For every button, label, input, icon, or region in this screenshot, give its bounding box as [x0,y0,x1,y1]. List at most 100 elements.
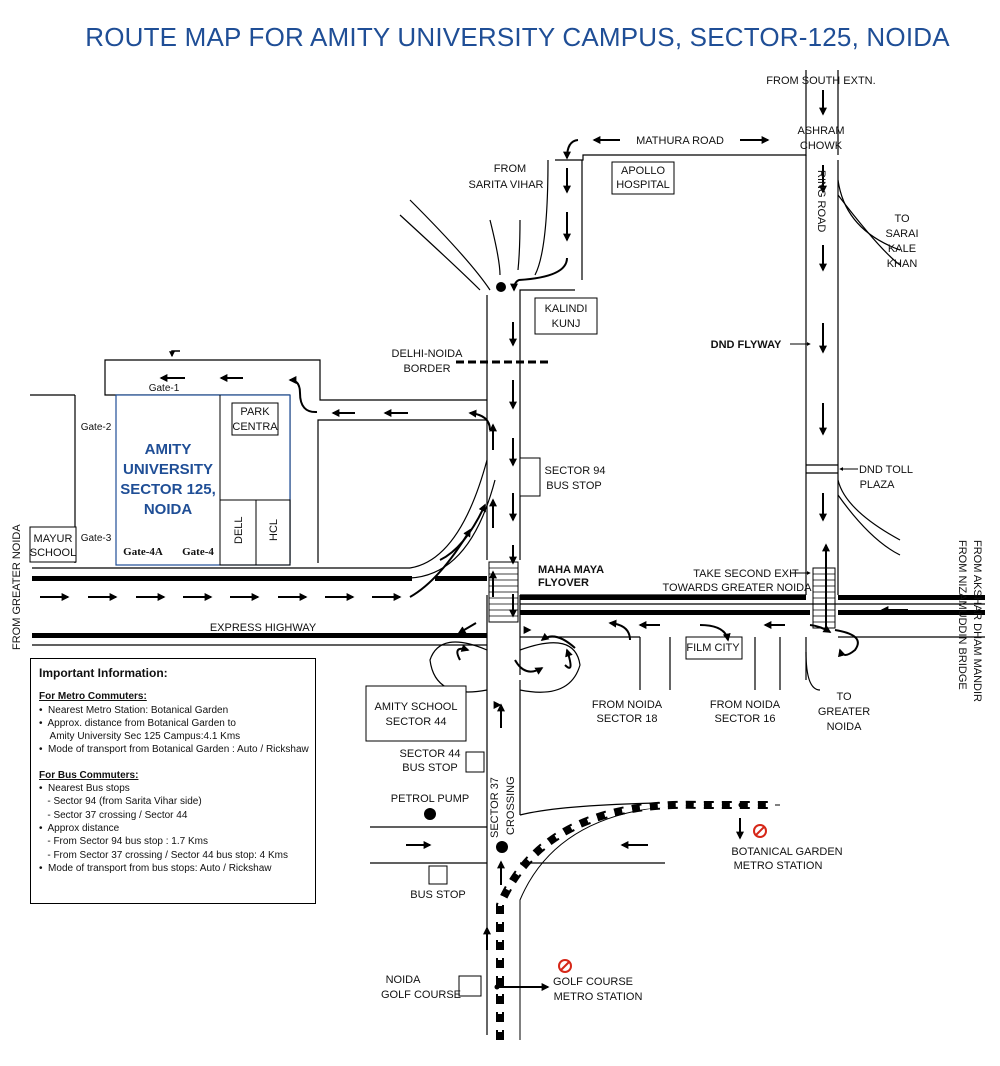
label-express-highway: EXPRESS HIGHWAY [210,622,317,634]
label-sector37: SECTOR 37 [489,777,501,838]
label-maha-maya: MAHA MAYA [538,564,604,576]
callout-lines [790,342,858,575]
label-from-greater-noida: FROM GREATER NOIDA [11,524,23,650]
label-kale: KALE [888,243,916,255]
label-amity-school-sector-44: SECTOR 44 [386,716,447,728]
film-city-box [685,636,743,660]
label-school: SCHOOL [30,547,76,559]
campus-name-line-2: UNIVERSITY [123,461,213,478]
page-title: ROUTE MAP FOR AMITY UNIVERSITY CAMPUS, S… [85,22,950,52]
label-flyover: FLYOVER [538,577,589,589]
label-from: FROM [494,163,526,175]
label-border: BORDER [403,363,450,375]
label-from-nizamuddin: FROM NIZAMUDDIN BRIDGE [956,540,968,690]
label-gate-3: Gate-3 [81,533,112,544]
metro-heading: For Metro Commuters: [39,691,147,703]
label-sector94-bus-stop: BUS STOP [546,480,601,492]
label-sector44-bus-stop: BUS STOP [402,762,457,774]
label-film-city: FILM CITY [686,642,740,654]
botanical-metro-dot [738,802,744,808]
label-golf-metro-1: GOLF COURSE [553,976,633,988]
label-dnd-toll: DND TOLL [859,464,913,476]
info-panel: Important Information: For Metro Commute… [30,658,316,904]
petrol-pump-dot [424,808,436,820]
label-dell: DELL [233,516,245,544]
golf-course-box [458,975,482,997]
label-plaza: PLAZA [860,479,896,491]
label-dnd-flyway: DND FLYWAY [711,339,782,351]
amity-school-box [365,685,467,742]
label-mathura-road: MATHURA ROAD [636,135,724,147]
label-ashram: ASHRAM [797,125,844,137]
metro-logo-icon [558,959,572,973]
campus-name-line-4: NOIDA [144,501,193,518]
label-sarai: SARAI [885,228,918,240]
label-take-second-exit: TAKE SECOND EXIT [693,568,799,580]
apollo-box [611,161,675,195]
label-from-noida-16: FROM NOIDA [710,699,781,711]
express-highway-bars [32,576,985,638]
label-gate-2: Gate-2 [81,422,112,433]
campus-name-line-1: AMITY [145,441,192,458]
list-item: - From Sector 94 bus stop : 1.7 Kms [39,836,208,848]
label-sector-16: SECTOR 16 [715,713,776,725]
bus-stop-box [428,865,448,885]
label-sector44-stop: SECTOR 44 [400,748,461,760]
list-item: - From Sector 37 crossing / Sector 44 bu… [39,849,288,861]
label-golf-metro-2: METRO STATION [554,991,643,1003]
label-botanical-garden: BOTANICAL GARDEN [731,846,842,858]
campus-name-line-3: SECTOR 125, [120,481,216,498]
list-item: Amity University Sec 125 Campus:4.1 Kms [39,731,241,743]
list-item: • Nearest Metro Station: Botanical Garde… [39,704,229,716]
label-crossing: CROSSING [505,776,517,835]
info-heading: Important Information: [39,666,168,680]
list-item: • Mode of transport from bus stops: Auto… [39,862,272,874]
junction-dot [496,282,506,292]
label-ring-road: RING ROAD [815,170,827,232]
label-amity-school: AMITY SCHOOL [375,701,458,713]
label-golf-course: GOLF COURSE [381,989,461,1001]
metro-track-inner [498,802,775,1040]
label-sector94: SECTOR 94 [545,465,606,477]
label-to-greater-noida: TO [836,691,852,703]
label-from-akshar-dham: FROM AKSHAR DHAM MANDIR [971,540,983,702]
label-botanical-metro-station: METRO STATION [734,860,823,872]
label-from-noida-18: FROM NOIDA [592,699,663,711]
label-hospital: HOSPITAL [616,179,670,191]
sector44-stop-box [465,751,485,773]
list-item: - Sector 94 (from Sarita Vihar side) [39,796,202,808]
label-kalindi: KALINDI [545,303,588,315]
label-sector-18: SECTOR 18 [597,713,658,725]
list-item: • Nearest Bus stops [39,783,130,795]
label-bus-stop: BUS STOP [410,889,465,901]
campus-block [29,394,291,566]
label-noida-golf: NOIDA [386,974,422,986]
label-centra: CENTRA [232,421,278,433]
kalindi-box [534,297,598,335]
sector37-dot [496,841,508,853]
label-greater: GREATER [818,706,870,718]
metro-track [496,800,775,1040]
list-item: • Mode of transport from Botanical Garde… [39,744,309,756]
sector94-stop-box [519,457,541,497]
label-gate-4: Gate-4 [182,546,214,558]
list-item: - Sector 37 crossing / Sector 44 [39,809,188,821]
label-delhi-noida: DELHI-NOIDA [392,348,464,360]
gate-1-arrow [169,350,180,358]
route-arrows [40,90,908,991]
metro-logo-icon [753,824,767,838]
list-item: • Approx distance [39,822,120,834]
label-kunj: KUNJ [552,318,581,330]
bus-heading: For Bus Commuters: [39,769,139,781]
label-hcl: HCL [268,519,280,541]
label-noida: NOIDA [827,721,863,733]
golf-metro-dot [494,984,500,990]
label-petrol-pump: PETROL PUMP [391,793,469,805]
label-towards-greater-noida: TOWARDS GREATER NOIDA [663,582,813,594]
label-sarita-vihar: SARITA VIHAR [469,179,544,191]
label-park: PARK [240,406,270,418]
label-khan: KHAN [887,258,918,270]
label-mayur: MAYUR [34,533,73,545]
label-gate-1: Gate-1 [149,383,180,394]
